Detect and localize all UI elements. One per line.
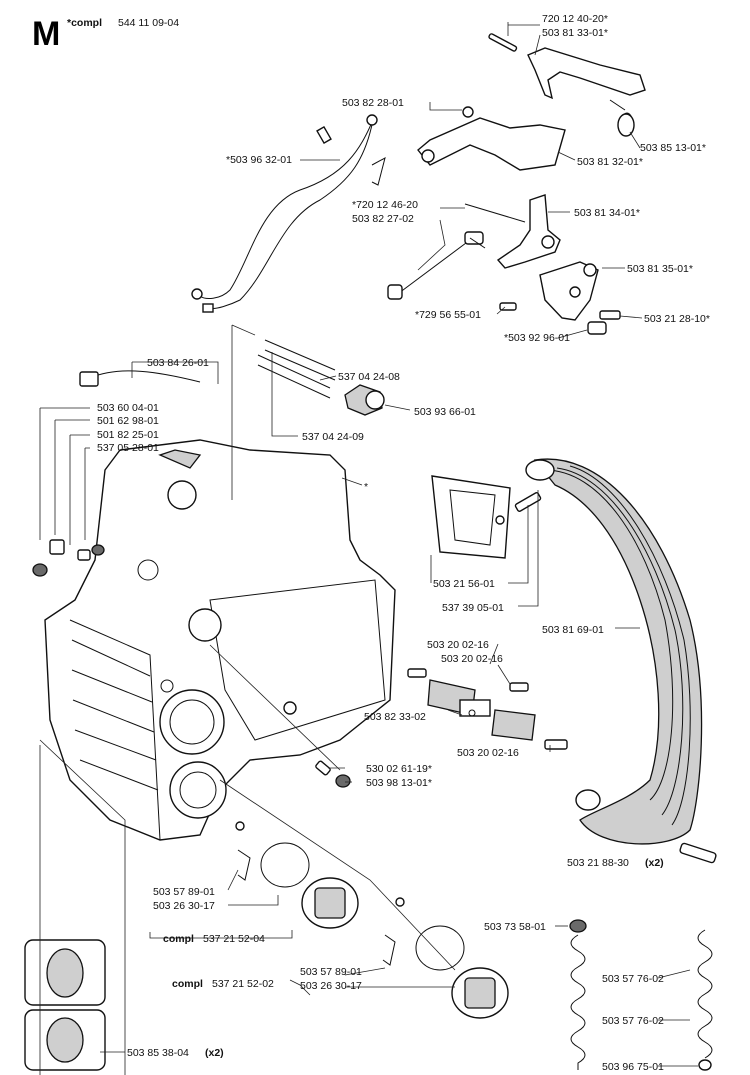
label-compl-a: compl [163,933,194,945]
assembly-compl-prefix: *compl [67,17,102,29]
label-503823302: 503 82 33-02 [364,711,426,723]
label-503813401: 503 81 34-01* [574,207,640,219]
label-503578901b: 503 57 89-01 [300,966,362,978]
filter-cover-screw [514,492,542,512]
choke-bracket [539,261,599,321]
label-compl-b: compl [172,978,203,990]
label-503263017b: 503 26 30-17 [300,980,362,992]
throttle-rod-assembly [387,203,526,300]
label-503600401: 503 60 04-01 [97,402,159,414]
label-501629801: 501 62 98-01 [97,415,159,427]
label-503853804: 503 85 38-04 [127,1047,189,1059]
primer-bulb [344,384,385,416]
spring-buffer-cap [569,919,587,933]
label-503578901a: 503 57 89-01 [153,886,215,898]
label-503215601: 503 21 56-01 [433,578,495,590]
throttle-spring [609,99,635,137]
label-503963201: *503 96 32-01 [226,154,292,166]
label-503842601: 503 84 26-01 [147,357,209,369]
label-503813201: 503 81 32-01* [577,156,643,168]
throttle-lock-pin [488,33,518,52]
label-537390501: 537 39 05-01 [442,602,504,614]
label-503200216a: 503 20 02-16 [427,639,489,651]
label-501822501: 501 82 25-01 [97,429,159,441]
label-503967501: 503 96 75-01 [602,1061,664,1073]
ground-wire [79,370,201,387]
label-503263017a: 503 26 30-17 [153,900,215,912]
label-star: * [364,481,368,493]
label-720124620: *720 12 46-20 [352,199,418,211]
av-element-bracket [459,699,491,717]
label-503218830: 503 21 88-30 [567,857,629,869]
label-720124020: 720 12 40-20* [542,13,608,25]
label-503200216b: 503 20 02-16 [441,653,503,665]
av-element-right [491,709,536,741]
handle-screw [679,842,717,864]
label-503813301: 503 81 33-01* [542,27,608,39]
label-530026119: 530 02 61-19* [366,763,432,775]
label-503822702: 503 82 27-02 [352,213,414,225]
label-x2-handle: (x2) [645,857,664,869]
spring-left [570,934,586,1070]
label-503981301: 503 98 13-01* [366,777,432,789]
assembly-number: 544 11 09-04 [118,17,179,29]
label-503813501: 503 81 35-01* [627,263,693,275]
label-537042408: 537 04 24-08 [338,371,400,383]
fuel-hose [257,339,336,399]
stop-switch-wire [191,114,386,313]
leader-lines [39,22,698,1075]
av-screws [407,668,568,750]
label-537042409: 537 04 24-09 [302,431,364,443]
av-spring-buffers [24,939,106,1071]
label-503851301: 503 85 13-01* [640,142,706,154]
label-503816901: 503 81 69-01 [542,624,604,636]
label-503212810: 503 21 28-10* [644,313,710,325]
label-503577602a: 503 57 76-02 [602,973,664,985]
label-503936601: 503 93 66-01 [414,406,476,418]
part-labels: 720 12 40-20* 503 81 33-01* 503 82 28-01… [97,13,710,1073]
label-503200216c: 503 20 02-16 [457,747,519,759]
spacer-screw [587,321,607,335]
throttle-lockout-lever [527,47,646,100]
fuel-tank-housing [44,439,396,841]
fuel-filter-cover [431,475,511,559]
bracket-screw [599,310,621,320]
av-mount-lower [382,897,509,1019]
choke-lever [496,194,561,269]
av-mount-upper [235,821,359,929]
section-letter: M [32,15,60,53]
front-handle-bar [525,458,703,845]
label-729565501: *729 56 55-01 [415,309,481,321]
label-x2-buffer: (x2) [205,1047,224,1059]
label-503822801: 503 82 28-01 [342,97,404,109]
tank-screw-and-washer [315,760,351,788]
label-537215204: 537 21 52-04 [203,933,265,945]
spring-right [697,929,713,1071]
label-503577602b: 503 57 76-02 [602,1015,664,1027]
label-537215202: 537 21 52-02 [212,978,274,990]
label-503735801: 503 73 58-01 [484,921,546,933]
label-503929601: *503 92 96-01 [504,332,570,344]
tank-side-fittings [32,539,105,577]
label-537052801: 537 05 28-01 [97,442,159,454]
throttle-trigger [417,106,566,171]
